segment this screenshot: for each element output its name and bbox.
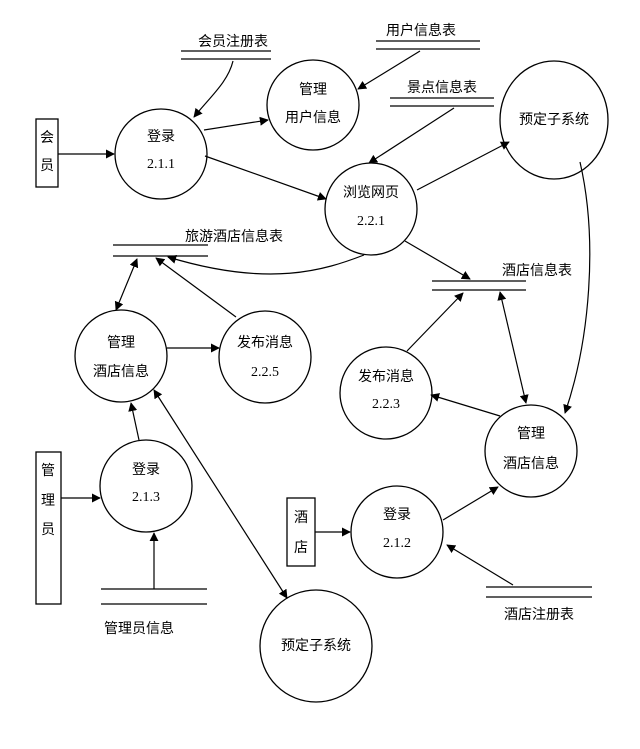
svg-text:会员注册表: 会员注册表	[198, 34, 268, 50]
entity-member: 会 员	[35, 118, 59, 188]
flow-login-admin-to-manage-left	[128, 402, 140, 441]
flow-reserve-to-manage-right	[563, 161, 591, 414]
store-scenic-info: 景点信息表	[390, 79, 494, 107]
flow-login-to-browse	[204, 155, 327, 201]
svg-text:理: 理	[41, 493, 55, 509]
svg-text:酒店注册表: 酒店注册表	[504, 607, 574, 623]
store-user-info: 用户信息表	[376, 22, 480, 50]
svg-text:员: 员	[41, 522, 55, 538]
flow-publish-right-to-hotelinfo	[406, 292, 464, 352]
svg-text:2.1.2: 2.1.2	[383, 536, 411, 551]
svg-text:员: 员	[40, 158, 54, 174]
flow-travelhotel-manage-left	[114, 258, 139, 311]
svg-text:旅游酒店信息表: 旅游酒店信息表	[185, 228, 283, 245]
process-reserve-top: 预定子系统	[499, 60, 609, 180]
process-reserve-bottom: 预定子系统	[259, 589, 373, 703]
svg-text:发布消息: 发布消息	[358, 368, 414, 385]
process-browse: 浏览网页 2.2.1	[324, 162, 418, 256]
svg-text:酒店信息表: 酒店信息表	[502, 262, 572, 279]
svg-text:登录: 登录	[132, 462, 160, 478]
flow-publish-left-to-travelhotel	[155, 257, 237, 318]
store-hotel-register: 酒店注册表	[486, 586, 592, 623]
svg-text:登录: 登录	[147, 129, 175, 145]
process-publish-left: 发布消息 2.2.5	[218, 310, 312, 404]
flow-manage-right-to-publish-right	[430, 393, 501, 417]
flow-hotelinfo-manage-right	[497, 291, 529, 404]
svg-text:景点信息表: 景点信息表	[407, 79, 477, 96]
flow-browse-to-travelhotel	[167, 254, 365, 275]
process-login-hotel: 登录 2.1.2	[350, 485, 444, 579]
entity-hotel: 酒 店	[286, 497, 316, 567]
flow-register-to-login	[193, 60, 234, 118]
svg-text:管理: 管理	[517, 426, 545, 442]
flow-userinfo-to-manage-user	[357, 50, 421, 90]
process-manage-user: 管理 用户信息	[266, 59, 360, 151]
flow-scenic-to-browse	[368, 107, 455, 164]
svg-text:2.2.1: 2.2.1	[357, 214, 385, 229]
svg-text:2.2.3: 2.2.3	[372, 397, 400, 412]
flow-browse-to-hotelinfo	[404, 240, 471, 280]
svg-text:预定子系统: 预定子系统	[281, 638, 351, 654]
flow-hotelregister-to-login-hotel	[446, 544, 514, 586]
entity-admin: 管 理 员	[35, 451, 62, 605]
svg-text:用户信息表: 用户信息表	[386, 22, 456, 39]
svg-text:店: 店	[294, 540, 308, 556]
svg-text:登录: 登录	[383, 507, 411, 523]
svg-text:2.1.3: 2.1.3	[132, 490, 160, 505]
flow-login-to-manage-user	[203, 116, 269, 131]
svg-text:2.2.5: 2.2.5	[251, 365, 279, 380]
svg-text:酒: 酒	[294, 510, 308, 526]
flow-browse-to-reserve	[416, 141, 510, 191]
store-travel-hotel: 旅游酒店信息表	[113, 228, 283, 257]
process-publish-right: 发布消息 2.2.3	[339, 346, 433, 440]
svg-text:会: 会	[40, 130, 54, 146]
svg-text:酒店信息: 酒店信息	[93, 363, 149, 380]
svg-text:浏览网页: 浏览网页	[343, 185, 399, 201]
svg-text:酒店信息: 酒店信息	[503, 455, 559, 472]
process-manage-hotel-right: 管理 酒店信息	[484, 404, 578, 498]
store-member-register: 会员注册表	[181, 34, 271, 60]
process-login-member: 登录 2.1.1	[114, 108, 208, 200]
flows	[58, 50, 591, 599]
svg-text:管理员信息: 管理员信息	[104, 620, 174, 637]
svg-text:管理: 管理	[107, 335, 135, 351]
svg-text:用户信息: 用户信息	[285, 109, 341, 126]
flow-login-hotel-to-manage-right	[442, 486, 499, 521]
store-hotel-info: 酒店信息表	[432, 262, 572, 291]
svg-text:发布消息: 发布消息	[237, 334, 293, 351]
svg-text:管理: 管理	[299, 82, 327, 98]
svg-text:2.1.1: 2.1.1	[147, 157, 175, 172]
svg-text:管: 管	[41, 463, 55, 479]
process-manage-hotel-left: 管理 酒店信息	[74, 309, 168, 403]
process-login-admin: 登录 2.1.3	[99, 439, 193, 533]
store-admin-info: 管理员信息	[101, 588, 207, 637]
svg-text:预定子系统: 预定子系统	[519, 112, 589, 128]
flow-manage-left-reserve-bottom	[153, 389, 288, 599]
